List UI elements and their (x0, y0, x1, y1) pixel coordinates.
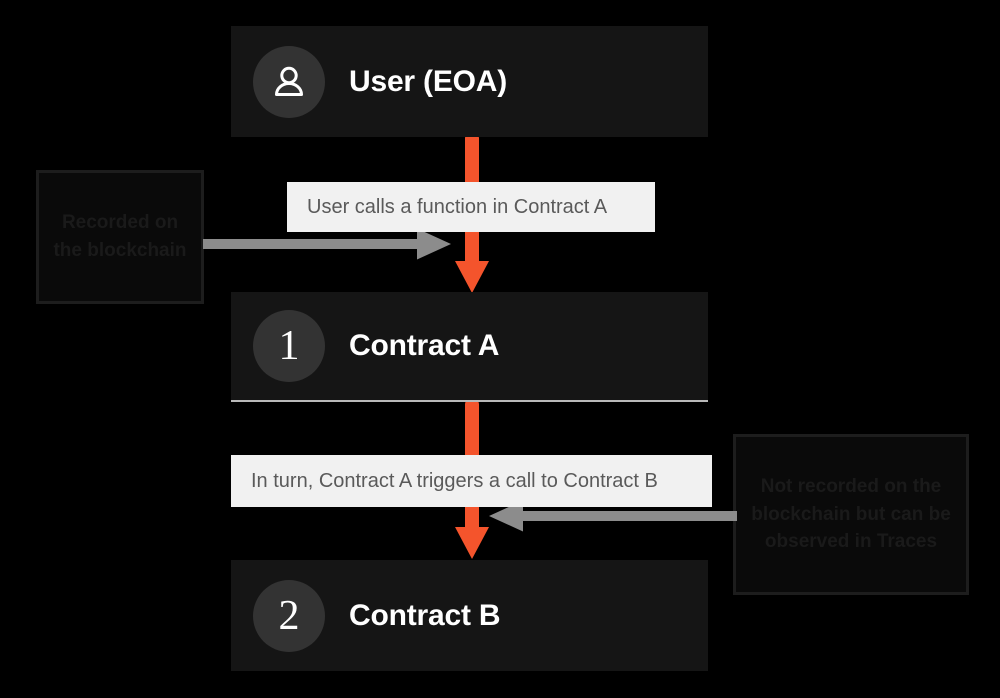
caption-contract-a-triggers-contract-b: In turn, Contract A triggers a call to C… (231, 455, 712, 507)
avatar (253, 45, 325, 118)
node-contract-b[interactable]: 2 Contract B (231, 560, 708, 671)
pointer-arrow-left (203, 228, 451, 260)
node-label-user: User (EOA) (349, 64, 508, 98)
node-label-contract-a: Contract A (349, 329, 500, 362)
person-icon (275, 66, 303, 96)
annotation-text: Recorded on the blockchain (53, 212, 187, 261)
node-contract-a[interactable]: 1 Contract A (231, 292, 708, 402)
annotation-text: Not recorded on the blockchain but can b… (751, 476, 951, 553)
node-label-contract-b: Contract B (349, 598, 501, 632)
step-badge-1: 1 (253, 310, 325, 382)
step-number: 1 (278, 323, 300, 369)
caption-text: User calls a function in Contract A (307, 195, 608, 218)
node-user[interactable]: User (EOA) (231, 26, 708, 137)
caption-user-calls-function: User calls a function in Contract A (287, 182, 655, 232)
step-badge-2: 2 (253, 579, 325, 652)
annotation-not-recorded-traces: Not recorded on the blockchain but can b… (733, 434, 969, 595)
step-number: 2 (278, 592, 300, 639)
annotation-recorded-on-blockchain: Recorded on the blockchain (36, 170, 204, 304)
pointer-arrow-right (489, 500, 737, 532)
caption-text: In turn, Contract A triggers a call to C… (251, 469, 658, 492)
